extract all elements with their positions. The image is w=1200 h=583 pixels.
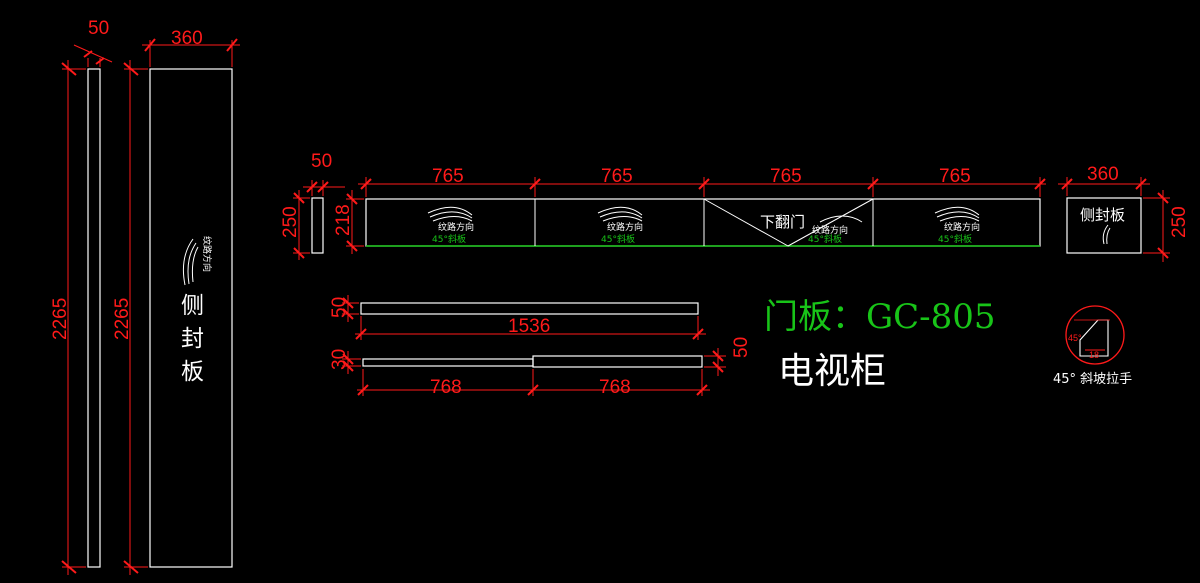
- door-panel-2: 纹路方向 45°斜板: [597, 206, 643, 245]
- door-panel-2-grain: 纹路方向: [607, 221, 643, 233]
- panel-label-char-3: 板: [181, 359, 204, 385]
- shelf-1-thickness-label: 50: [329, 297, 350, 318]
- shelf-1-length-label: 1536: [508, 316, 550, 337]
- door-width-4: 765: [939, 166, 971, 187]
- grain-text: 纹路方向: [201, 236, 213, 272]
- handle-detail: 45° 18 45° 斜坡拉手: [1053, 305, 1132, 387]
- left-end-piece: [311, 197, 324, 254]
- door-width-2: 765: [601, 166, 633, 187]
- handle-angle-label: 45°: [1068, 333, 1082, 343]
- door-panel-1-grain: 纹路方向: [438, 221, 474, 233]
- handle-size-label: 18: [1089, 350, 1099, 360]
- shelf-2: 30 768 768 50: [329, 337, 752, 398]
- right-side-panel: 360 250 侧封板: [1058, 164, 1190, 262]
- thin-panel-width-label: 50: [88, 18, 109, 39]
- door-panel-4-handle: 45°斜板: [938, 233, 972, 245]
- right-panel-height-label: 250: [1169, 206, 1190, 238]
- door-panel-3-grain: 纹路方向: [812, 224, 848, 236]
- door-panel-4: 纹路方向 45°斜板: [934, 206, 980, 245]
- side-panel-wide: 360 2265 纹路方向 侧 封 板: [112, 28, 240, 575]
- door-panel-3-handle: 45°斜板: [808, 233, 842, 245]
- shelf-2-right-length-label: 768: [599, 377, 631, 398]
- right-panel-label: 侧封板: [1080, 206, 1125, 224]
- door-width-3: 765: [770, 166, 802, 187]
- handle-caption: 45° 斜坡拉手: [1053, 372, 1132, 387]
- door-panel-height-label: 218: [333, 204, 354, 236]
- panel-label-char-2: 封: [181, 326, 204, 352]
- wide-panel-width-label: 360: [171, 28, 203, 49]
- grain-direction-icon: [427, 206, 473, 222]
- grain-direction-icon: [934, 206, 980, 222]
- shelf-2-right-thickness-label: 50: [731, 337, 752, 358]
- grain-direction-icon: [597, 206, 643, 222]
- shelf-2-thickness-label: 30: [329, 349, 350, 370]
- grain-direction-icon: [1102, 224, 1111, 245]
- door-panel-2-handle: 45°斜板: [601, 233, 635, 245]
- panel-label-char-1: 侧: [181, 293, 204, 319]
- wide-panel-height-label: 2265: [112, 298, 133, 340]
- shelf-2-left-length-label: 768: [430, 377, 462, 398]
- product-title: 电视柜: [778, 351, 886, 392]
- door-panel-1: 纹路方向 45°斜板: [427, 206, 474, 245]
- door-panel-1-handle: 45°斜板: [432, 233, 466, 245]
- door-width-1: 765: [432, 166, 464, 187]
- flip-door-label: 下翻门: [760, 213, 805, 231]
- door-panel-4-grain: 纹路方向: [944, 221, 980, 233]
- left-end-width-label: 50: [311, 151, 332, 172]
- shelf-1: 50 1536: [329, 295, 706, 340]
- left-end-height-label: 250: [280, 206, 301, 238]
- door-panel-3: 下翻门 纹路方向 45°斜板: [760, 213, 863, 245]
- thin-panel-height-label: 2265: [50, 298, 71, 340]
- right-panel-width-label: 360: [1087, 164, 1119, 185]
- door-model-title: 门板：GC-805: [764, 297, 996, 337]
- door-row: 50 250 218 765 765 765 765: [280, 151, 1190, 262]
- grain-direction-icon: [819, 215, 863, 223]
- side-panel-thin: 50 2265: [50, 18, 113, 575]
- grain-direction-icon: [182, 238, 199, 286]
